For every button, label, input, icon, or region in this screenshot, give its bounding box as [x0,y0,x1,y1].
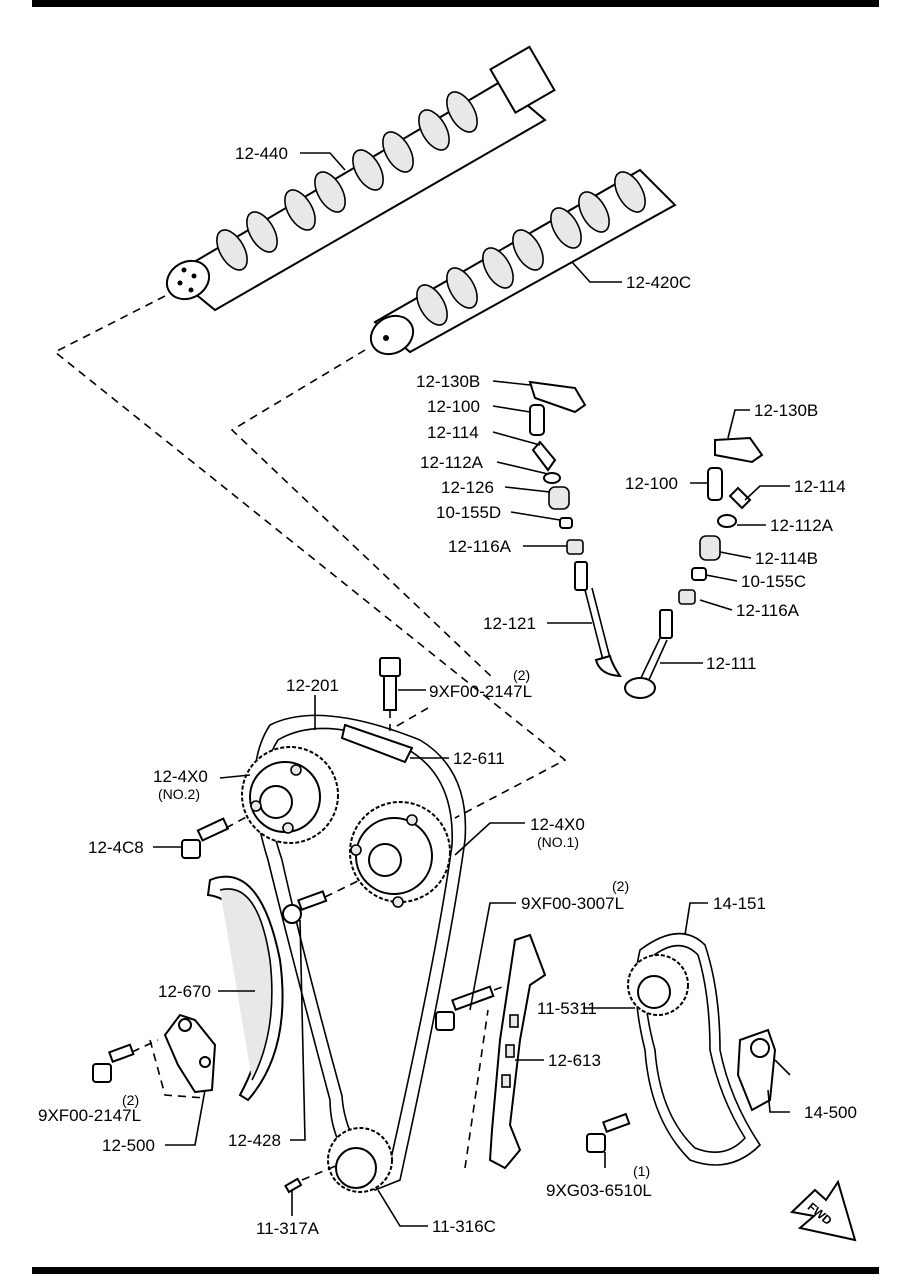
timing-chain[interactable] [253,714,467,1191]
label-qty-2-left: (2) [122,1092,139,1108]
label-9xg03-6510l: 9XG03-6510L [546,1181,652,1200]
label-12-111: 12-111 [706,654,756,673]
label-12-611: 12-611 [453,749,505,768]
valve-train-right[interactable] [624,436,764,699]
label-9xf00-3007l: 9XF00-3007L [521,894,624,913]
label-11-316c: 11-316C [432,1217,496,1236]
part-labels: 12-440 12-420C 12-130B 12-100 12-114 12-… [38,144,857,1238]
label-12-114-right: 12-114 [794,477,846,496]
label-no2: (NO.2) [158,786,200,802]
chain-guide-upper[interactable] [340,723,414,764]
label-12-4x0-no2: 12-4X0 [153,767,208,786]
label-qty-2-mid: (2) [612,878,629,894]
bolt-9xf00-2147l-top[interactable] [379,657,401,711]
chain-guide-12-613[interactable] [488,933,547,1170]
label-12-4x0-no1: 12-4X0 [530,815,585,834]
label-9xf00-2147l-top: 9XF00-2147L [429,682,532,701]
label-10-155c: 10-155C [741,572,806,591]
label-no1: (NO.1) [537,834,579,850]
label-qty-2-top: (2) [513,667,530,683]
label-12-670: 12-670 [158,982,211,1001]
camshaft-intake[interactable] [364,167,677,362]
chain-tensioner-12-500[interactable] [163,1013,217,1094]
label-11-5311: 11-5311 [537,999,597,1018]
label-qty-1: (1) [633,1163,650,1179]
bolt-9xf00-3007l[interactable] [435,985,495,1031]
label-12-114b: 12-114B [755,549,818,568]
label-14-500: 14-500 [804,1103,857,1122]
label-12-500: 12-500 [102,1136,155,1155]
label-12-100-right: 12-100 [625,474,678,493]
label-12-121: 12-121 [483,614,536,633]
camshaft-exhaust[interactable] [160,45,556,312]
oil-pump-chain[interactable] [635,932,762,1166]
label-12-100-left: 12-100 [427,397,480,416]
bottom-border-bar [32,1267,879,1274]
label-12-130b-left: 12-130B [416,372,480,391]
label-12-613: 12-613 [548,1051,601,1070]
bolt-9xg03-6510l[interactable] [586,1112,631,1153]
label-9xf00-2147l-left: 9XF00-2147L [38,1106,141,1125]
label-12-201: 12-201 [286,676,339,695]
oil-pump-sprocket[interactable] [627,954,689,1016]
label-12-116a-right: 12-116A [736,601,800,620]
key-11-317a[interactable] [284,1177,303,1194]
chain-guide-12-670[interactable] [206,875,284,1102]
label-12-112a-left: 12-112A [420,453,484,472]
bolt-sprocket-no1[interactable] [282,890,328,924]
camshaft-sprocket-no2[interactable] [241,746,339,844]
label-12-116a-left: 12-116A [448,537,512,556]
label-12-112a-right: 12-112A [770,516,834,535]
label-12-420c: 12-420C [626,273,691,292]
top-border-bar [32,0,879,7]
label-12-130b-right: 12-130B [754,401,818,420]
label-12-114-left: 12-114 [427,423,479,442]
label-10-155d: 10-155D [436,503,501,522]
fwd-arrow: FWD [789,1179,857,1242]
label-11-317a: 11-317A [256,1219,320,1238]
camshaft-sprocket-no1[interactable] [349,801,451,908]
bolt-9xf00-2147l-left[interactable] [92,1043,135,1083]
label-12-126: 12-126 [441,478,494,497]
label-12-4c8: 12-4C8 [88,838,144,857]
crankshaft-sprocket[interactable] [327,1127,393,1193]
label-12-428: 12-428 [228,1131,281,1150]
valve-train-left[interactable] [528,380,622,678]
oil-pump-tensioner[interactable] [736,1028,791,1112]
label-12-440: 12-440 [235,144,288,163]
label-14-151: 14-151 [713,894,766,913]
leader-lines [153,152,790,1227]
bolt-12-4c8[interactable] [181,817,230,859]
